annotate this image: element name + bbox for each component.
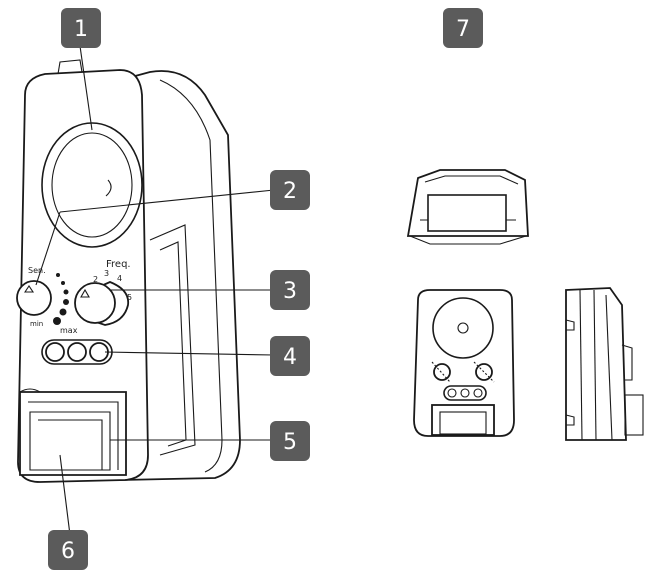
led-indicators [41,339,113,365]
svg-text:2: 2 [283,179,297,204]
freq-label: Freq. [106,259,131,270]
callout-7: 7 [443,8,483,48]
freq-tick-5: 5 [127,293,132,302]
device-small-front-view [413,289,515,437]
callout-6: 6 [48,530,88,570]
sens-label: Sen. [28,266,46,275]
svg-text:5: 5 [283,430,297,455]
frequency-dial[interactable]: Freq. 2 3 4 5 [74,259,132,326]
callout-2: 2 [270,170,310,210]
callout-3: 3 [270,270,310,310]
svg-text:4: 4 [283,345,297,370]
svg-text:6: 6 [61,539,75,564]
device-front-face [17,69,149,483]
speaker-grille [41,122,143,248]
svg-text:7: 7 [456,17,470,42]
device-side-view [565,287,644,441]
min-label: min [30,320,43,328]
main-device: Sen. min max Freq. 2 3 4 5 [16,59,241,483]
max-label: max [60,326,78,335]
motion-sensor-lens [19,388,127,476]
callout-1: 1 [61,8,101,48]
led-2 [67,342,87,362]
sensitivity-dial[interactable]: Sen. min max [16,266,78,335]
callout-4: 4 [270,336,310,376]
svg-text:3: 3 [283,279,297,304]
led-1 [45,342,65,362]
freq-tick-2: 2 [93,275,98,284]
freq-tick-3: 3 [104,269,109,278]
device-top-view [406,169,529,245]
freq-tick-4: 4 [117,274,122,283]
callout-leaders [35,45,275,536]
svg-text:1: 1 [74,17,88,42]
callout-5: 5 [270,421,310,461]
device-side-housing [119,70,241,481]
